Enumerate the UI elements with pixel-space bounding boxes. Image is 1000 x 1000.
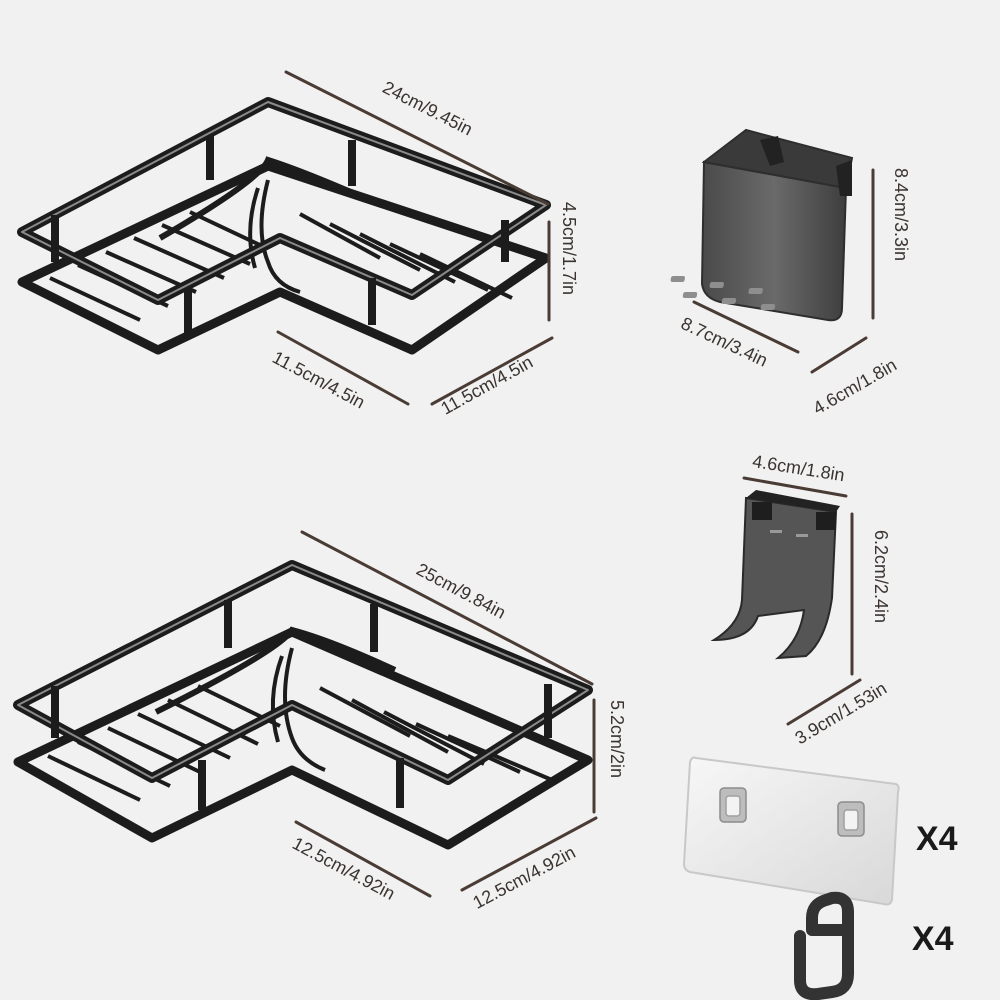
storage-cup [670, 128, 854, 322]
small-shelf-height-label: 4.5cm/1.7in [559, 202, 579, 296]
adhesive-hook-pad-icon [682, 756, 900, 906]
large-shelf-height-label: 5.2cm/2in [607, 700, 627, 779]
dimension-lines [276, 70, 875, 898]
adhesive-pad-quantity: X4 [916, 820, 958, 858]
large-corner-shelf [13, 560, 593, 850]
holder-height-label: 6.2cm/2.4in [871, 530, 891, 624]
s-hook-quantity: X4 [912, 920, 954, 958]
razor-holder [710, 490, 840, 660]
cup-height-label: 8.4cm/3.3in [891, 168, 911, 262]
s-hook-icon [794, 891, 854, 1000]
small-corner-shelf [17, 97, 551, 355]
